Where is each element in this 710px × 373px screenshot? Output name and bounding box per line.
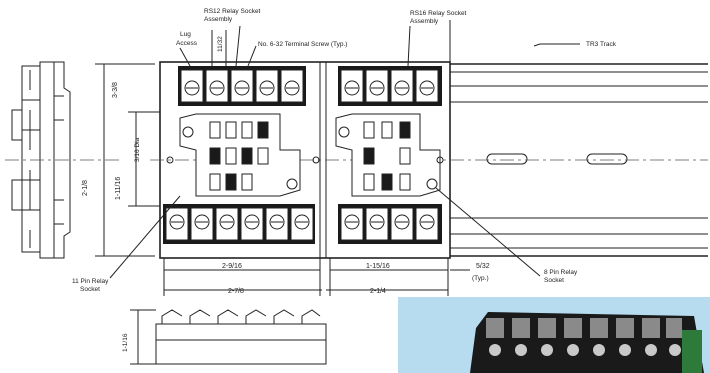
- label-terminal-screw: No. 6-32 Terminal Screw (Typ.): [258, 41, 347, 48]
- label-rs16: RS16 Relay Socket: [410, 10, 467, 17]
- rs16-bottom-terminal-strip: [338, 204, 442, 244]
- label-11-pin-socket: 11 Pin Relay: [72, 278, 109, 285]
- dim-1-11-16: 1-11/16: [115, 177, 122, 200]
- side-view: [11, 61, 71, 259]
- dim-2-9-16: 2-9/16: [222, 263, 242, 270]
- label-rs12-assembly: Assembly: [204, 16, 233, 23]
- label-8-pin-socket: 8 Pin Relay: [544, 269, 578, 276]
- dim-2-7-8: 2-7/8: [228, 288, 244, 295]
- dim-typ: (Typ.): [472, 275, 489, 282]
- eight-pin-socket: [335, 113, 444, 197]
- rs12-top-terminal-strip: [178, 66, 306, 106]
- left-dimensions: [95, 63, 160, 257]
- dim-2-1-8: 2-1/8: [82, 180, 89, 196]
- label-rs12: RS12 Relay Socket: [204, 8, 261, 15]
- rs12-bottom-terminal-strip: [163, 204, 315, 244]
- bottom-dimensions: [109, 187, 541, 296]
- eleven-pin-socket: [166, 113, 320, 197]
- dim-2-1-4: 2-1/4: [370, 288, 386, 295]
- dim-5-32: 5/32: [476, 263, 490, 270]
- tr3-track: [450, 63, 708, 257]
- dim-11-32: 11/32: [217, 36, 224, 52]
- product-photo: [398, 297, 710, 373]
- label-lug-access: Access: [176, 40, 198, 47]
- dim-1-1-16: 1-1/16: [122, 333, 129, 352]
- top-leaders: [179, 20, 580, 67]
- rs16-top-terminal-strip: [338, 66, 442, 106]
- label-lug: Lug: [180, 31, 191, 38]
- bottom-side-view: [130, 309, 327, 365]
- label-8-pin-socket-2: Socket: [544, 277, 564, 284]
- label-rs16-assembly: Assembly: [410, 18, 439, 25]
- dim-1-15-16: 1-15/16: [366, 263, 390, 270]
- label-tr3-track: TR3 Track: [586, 41, 617, 48]
- dim-3-3-8: 3-3/8: [112, 82, 119, 98]
- dim-3-16-dia: 3/16 Dia: [134, 137, 141, 162]
- label-11-pin-socket-2: Socket: [80, 286, 100, 293]
